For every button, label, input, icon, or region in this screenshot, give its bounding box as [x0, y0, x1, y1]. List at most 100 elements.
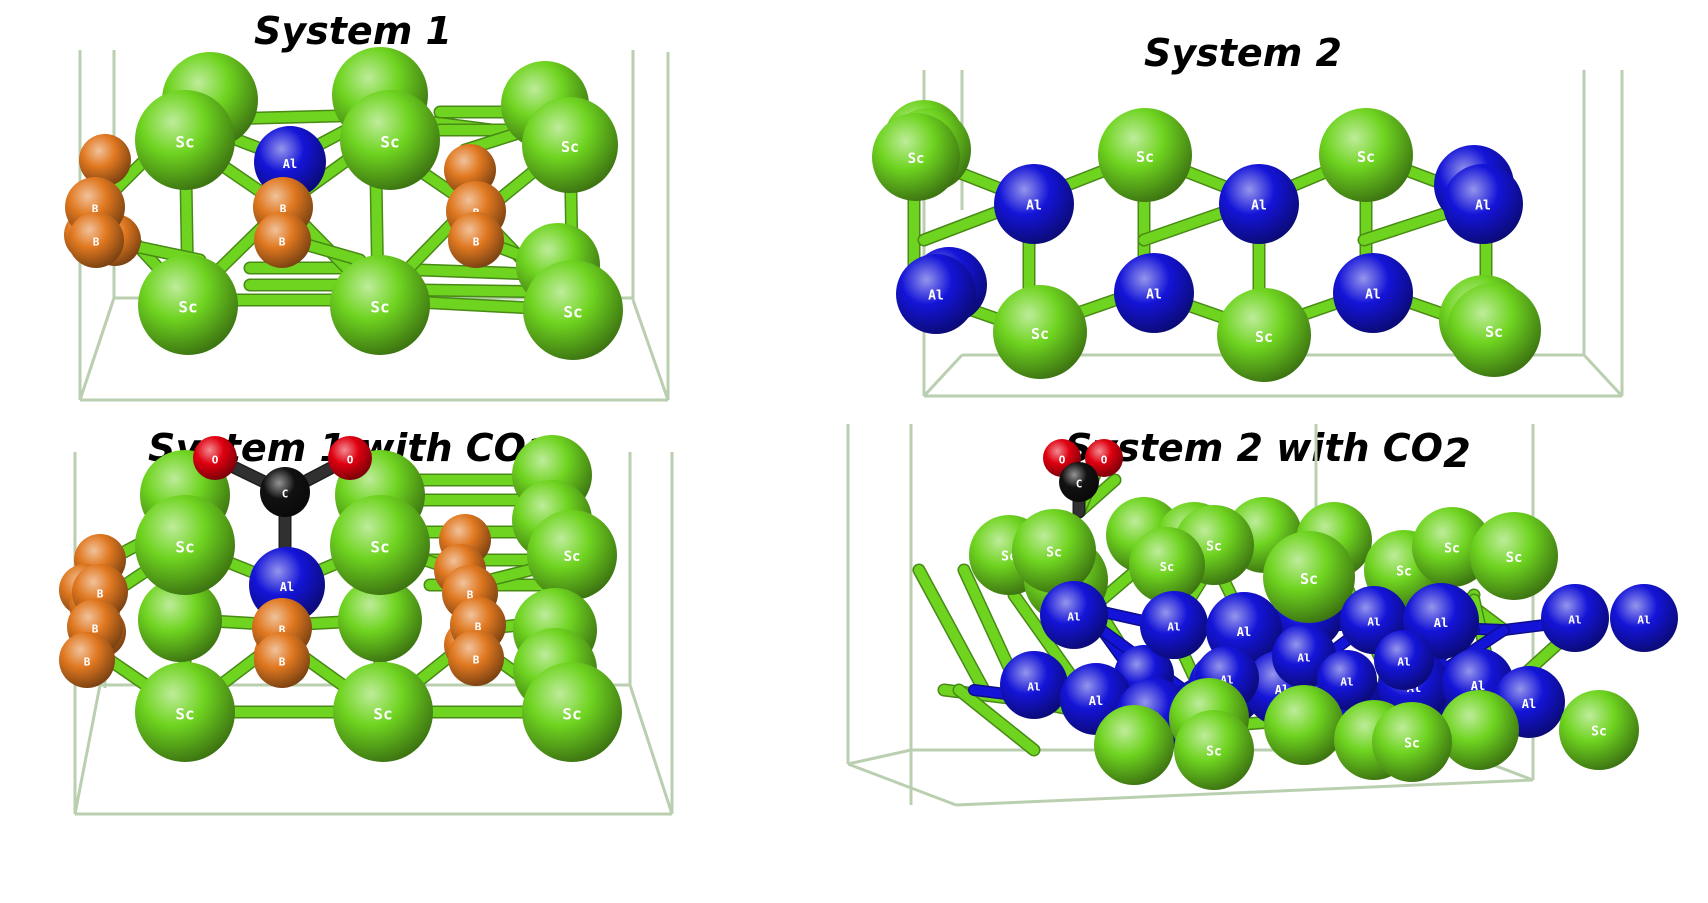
atom-c: C — [260, 467, 310, 517]
bond — [954, 685, 1039, 755]
bond — [914, 565, 989, 695]
atom-sc: Sc — [1372, 702, 1452, 782]
atom-b: B — [448, 212, 504, 268]
atom-sc: Sc — [523, 260, 623, 360]
atom-al: Al — [1000, 651, 1068, 719]
atom-label: Al — [1251, 199, 1267, 214]
atom-sc: Sc — [522, 97, 618, 193]
atom-label: Sc — [1396, 565, 1412, 580]
atom-al: Al — [896, 254, 976, 334]
atom-al: Al — [1610, 584, 1678, 652]
atom-label: Sc — [1300, 570, 1318, 588]
molecule-render: ScScScScScScScScScAlAlAlAlAlAlAlAlAlAlAl… — [846, 424, 1678, 807]
atom-label: Sc — [1206, 540, 1222, 555]
atom-c: C — [1059, 462, 1099, 502]
atom-label: Al — [1146, 288, 1162, 303]
atom-sc: Sc — [527, 510, 617, 600]
atom-sc: Sc — [993, 285, 1087, 379]
atom-label: Sc — [563, 303, 582, 322]
molecule-render: AlBBBBBBScScScScScSc — [64, 47, 670, 402]
atom-label: Al — [1340, 676, 1353, 689]
atom-label: Sc — [1031, 325, 1049, 343]
atom-o: O — [1085, 439, 1123, 477]
atom-sc: Sc — [1559, 690, 1639, 770]
atom-label: Al — [1297, 652, 1310, 665]
atom-label: Sc — [1046, 546, 1062, 561]
panel-title: System 2 with CO2 — [1065, 426, 1471, 477]
atom-sc — [338, 578, 422, 662]
atom-label: B — [93, 236, 100, 249]
atom-sc: Sc — [1217, 288, 1311, 382]
atom-al: Al — [1333, 253, 1413, 333]
atom-sc: Sc — [333, 662, 433, 762]
panel-system-2-co2: System 2 with CO2 ScScScScScScScScScAlAl… — [846, 420, 1708, 903]
atom-sc: Sc — [1012, 509, 1096, 593]
panel-title: System 2 — [1144, 31, 1342, 75]
atom-label: Al — [1568, 614, 1581, 627]
atom-sc: Sc — [135, 662, 235, 762]
atom-label: Al — [283, 157, 297, 171]
atom-label: Sc — [370, 538, 389, 557]
atom-sc: Sc — [1263, 531, 1355, 623]
atom-label: B — [467, 589, 474, 602]
atom-sc: Sc — [1174, 710, 1254, 790]
atom-label: O — [1101, 454, 1108, 467]
atom-label: Al — [280, 580, 294, 594]
atom-label: Sc — [1357, 148, 1375, 166]
atom-label: B — [92, 203, 99, 216]
panel-system-1-co2: System 1 with CO2 AlBBBBBBBBOOCScScScScS… — [0, 420, 854, 903]
atom-label: Sc — [370, 298, 389, 317]
atom-label: Sc — [175, 705, 194, 724]
atom-b: B — [59, 632, 115, 688]
atom-sc — [1094, 705, 1174, 785]
atom-label: Al — [1167, 621, 1180, 634]
atom-sc: Sc — [872, 113, 960, 201]
atom-label: Al — [1367, 616, 1380, 629]
atom-label: Sc — [175, 538, 194, 557]
atom-o: O — [328, 436, 372, 480]
panel-system-1: System 1 AlBBBBBBScScScScScSc — [0, 0, 854, 420]
atom-label: Sc — [1160, 560, 1174, 574]
atom-sc — [138, 578, 222, 662]
atom-label: O — [212, 454, 219, 467]
atom-label: O — [1059, 454, 1066, 467]
atom-label: Sc — [178, 298, 197, 317]
atom-label: Sc — [908, 151, 925, 167]
atom-label: B — [84, 656, 91, 669]
atom-label: Sc — [1404, 737, 1420, 752]
atom-label: Sc — [175, 133, 194, 152]
panel-title: System 1 — [254, 9, 452, 53]
atom-b: B — [254, 632, 310, 688]
atom-al: Al — [1140, 591, 1208, 659]
atom-sc: Sc — [135, 90, 235, 190]
atom-label: Al — [1637, 614, 1650, 627]
atom-label: C — [1076, 478, 1083, 491]
atom-label: Sc — [561, 138, 579, 156]
atom-label: Sc — [564, 549, 581, 565]
atom-label: Al — [1434, 616, 1448, 630]
atom-label: Al — [1397, 656, 1410, 669]
atom-b — [79, 134, 131, 186]
atom-al: Al — [1219, 164, 1299, 244]
atom-label: B — [473, 236, 480, 249]
atom-al: Al — [1374, 630, 1434, 690]
atom-label: Sc — [380, 133, 399, 152]
atom-sc: Sc — [1447, 283, 1541, 377]
atom-label: Al — [1475, 199, 1491, 214]
atom-label: C — [282, 488, 289, 501]
atom-label: Sc — [1506, 550, 1523, 566]
atom-sc: Sc — [330, 495, 430, 595]
atom-sc: Sc — [340, 90, 440, 190]
atom-label: B — [475, 621, 482, 634]
atom-label: B — [92, 623, 99, 636]
atom-label: Sc — [1591, 725, 1607, 740]
atom-b: B — [448, 630, 504, 686]
atom-label: Al — [1089, 694, 1103, 708]
atom-label: B — [279, 624, 286, 637]
atom-label: Al — [1027, 681, 1040, 694]
atom-label: B — [279, 656, 286, 669]
atom-label: Al — [1522, 697, 1536, 711]
atom-label: Al — [1026, 199, 1042, 214]
